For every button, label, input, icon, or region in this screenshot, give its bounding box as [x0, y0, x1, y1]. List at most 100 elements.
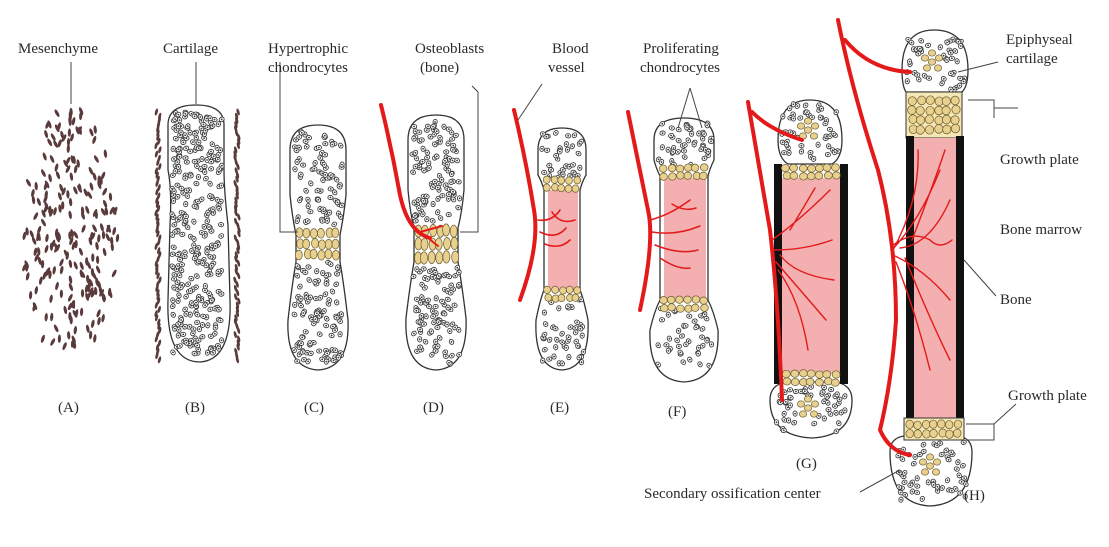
chondrocyte-nucleus	[298, 136, 300, 138]
chondrocyte-nucleus	[204, 235, 206, 237]
hypertrophic-chondrocyte	[691, 304, 699, 311]
chondrocyte-nucleus	[453, 199, 455, 201]
chondrocyte-nucleus	[419, 338, 421, 340]
stage-label-a: (A)	[58, 400, 79, 416]
chondrocyte-nucleus	[448, 198, 450, 200]
chondrocyte-nucleus	[414, 130, 416, 132]
chondrocyte-nucleus	[177, 265, 179, 267]
chondrocyte-nucleus	[435, 297, 437, 299]
chondrocyte-nucleus	[328, 303, 330, 305]
mesenchyme-cell	[53, 324, 60, 333]
stage-e	[514, 110, 588, 370]
label-hypertrophic-line1: Hypertrophic	[268, 41, 348, 57]
chondrocyte-nucleus	[941, 487, 943, 489]
chondrocyte-nucleus	[956, 60, 958, 62]
chondrocyte-nucleus	[828, 409, 830, 411]
hypertrophic-chondrocyte	[906, 429, 914, 437]
chondrocyte-nucleus	[581, 335, 583, 337]
label-mesenchyme: Mesenchyme	[18, 41, 98, 57]
chondrocyte-nucleus	[413, 333, 415, 335]
chondrocyte-nucleus	[448, 276, 450, 278]
chondrocyte-nucleus	[333, 360, 335, 362]
chondrocyte-nucleus	[184, 309, 186, 311]
hypertrophic-chondrocyte	[951, 124, 959, 133]
chondrocyte-nucleus	[329, 212, 331, 214]
stage-label-f: (F)	[668, 404, 686, 420]
chondrocyte-nucleus	[924, 75, 926, 77]
mesenchyme-cell	[91, 135, 97, 144]
chondrocyte-nucleus	[683, 150, 685, 152]
chondrocyte-nucleus	[961, 481, 963, 483]
chondrocyte-nucleus	[317, 199, 319, 201]
chondrocyte-nucleus	[340, 145, 342, 147]
mesenchyme-cell	[32, 212, 39, 221]
ossification-cluster-cell	[935, 55, 942, 61]
chondrocyte-nucleus	[794, 413, 796, 415]
chondrocyte-nucleus	[561, 363, 563, 365]
stage-c	[288, 125, 348, 370]
chondrocyte-nucleus	[182, 334, 184, 336]
chondrocyte-nucleus	[221, 119, 223, 121]
mesenchyme-cell	[48, 174, 53, 183]
chondrocyte-nucleus	[450, 285, 452, 287]
mesenchyme-cell	[42, 152, 48, 161]
chondrocyte-nucleus	[435, 306, 437, 308]
chondrocyte-nucleus	[307, 301, 309, 303]
chondrocyte-nucleus	[782, 142, 784, 144]
chondrocyte-nucleus	[431, 354, 433, 356]
chondrocyte-nucleus	[581, 361, 583, 363]
label-cartilage: Cartilage	[163, 41, 218, 57]
chondrocyte-nucleus	[300, 342, 302, 344]
chondrocyte-nucleus	[426, 129, 428, 131]
label-secondary-ossification: Secondary ossification center	[644, 486, 821, 502]
chondrocyte-nucleus	[210, 168, 212, 170]
chondrocyte-nucleus	[553, 356, 555, 358]
ossification-cluster-cell	[797, 401, 804, 407]
chondrocyte-nucleus	[939, 442, 941, 444]
chondrocyte-nucleus	[920, 40, 922, 42]
chondrocyte-nucleus	[330, 197, 332, 199]
chondrocyte-nucleus	[691, 133, 693, 135]
mesenchyme-cell	[44, 313, 48, 322]
chondrocyte-nucleus	[415, 152, 417, 154]
chondrocyte-nucleus	[698, 347, 700, 349]
chondrocyte-nucleus	[428, 163, 430, 165]
chondrocyte-nucleus	[190, 290, 192, 292]
chondrocyte-nucleus	[296, 275, 298, 277]
mesenchyme-cell	[60, 290, 63, 298]
chondrocyte-nucleus	[175, 170, 177, 172]
mesenchyme-cell	[102, 231, 105, 240]
chondrocyte-nucleus	[184, 177, 186, 179]
chondrocyte-nucleus	[174, 231, 176, 233]
ossification-cluster-cell	[928, 50, 935, 56]
chondrocyte-nucleus	[186, 189, 188, 191]
chondrocyte-nucleus	[437, 198, 439, 200]
hypertrophic-chondrocyte	[832, 164, 840, 171]
chondrocyte-nucleus	[671, 160, 673, 162]
hypertrophic-chondrocyte	[677, 305, 685, 312]
chondrocyte-nucleus	[427, 299, 429, 301]
label-osteoblasts-line2: (bone)	[420, 60, 459, 76]
hypertrophic-chondrocyte	[668, 165, 676, 172]
hypertrophic-chondrocyte	[303, 239, 310, 249]
chondrocyte-nucleus	[172, 265, 174, 267]
chondrocyte-nucleus	[954, 50, 956, 52]
hypertrophic-chondrocyte	[451, 237, 458, 249]
chondrocyte-nucleus	[829, 129, 831, 131]
mesenchyme-cell	[79, 261, 85, 270]
chondrocyte-nucleus	[220, 149, 222, 151]
chondrocyte-nucleus	[310, 183, 312, 185]
ossification-cluster-cell	[921, 469, 928, 475]
chondrocyte-nucleus	[828, 145, 830, 147]
chondrocyte-nucleus	[679, 352, 681, 354]
chondrocyte-nucleus	[826, 135, 828, 137]
mesenchyme-cell	[89, 182, 94, 191]
chondrocyte-nucleus	[205, 264, 207, 266]
chondrocyte-nucleus	[555, 346, 557, 348]
chondrocyte-nucleus	[936, 445, 938, 447]
mesenchyme-cell	[49, 155, 55, 164]
chondrocyte-nucleus	[181, 269, 183, 271]
chondrocyte-nucleus	[221, 339, 223, 341]
chondrocyte-nucleus	[904, 494, 906, 496]
chondrocyte-nucleus	[184, 134, 186, 136]
